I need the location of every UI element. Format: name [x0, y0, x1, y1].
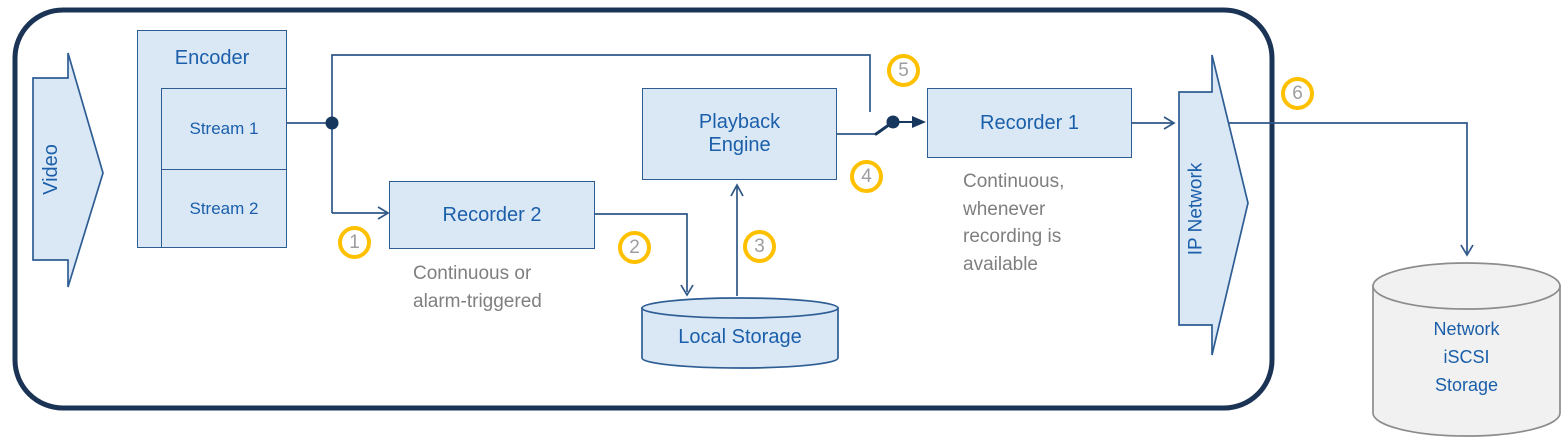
- arrowhead-into-iscsi-storage: [1460, 244, 1474, 257]
- recorder1-label: Recorder 1: [980, 111, 1079, 134]
- connector-ip-network-to-iscsi-storage: [1220, 122, 1468, 253]
- network-iscsi-storage-cylinder: [1372, 262, 1561, 437]
- recorder2-label: Recorder 2: [442, 203, 542, 226]
- ip-network-node: IP Network: [1166, 92, 1226, 325]
- network-iscsi-cylinder-body: [1372, 285, 1561, 437]
- step-badge-3: 3: [743, 230, 776, 263]
- arrowhead-into-recorder1: [912, 116, 926, 128]
- recorder1-caption: Continuous, whenever recording is availa…: [963, 171, 1065, 275]
- local-storage-cylinder-body: [641, 307, 839, 369]
- step-badge-1: 1: [338, 226, 371, 259]
- playback-engine-box: Playback Engine: [642, 88, 837, 180]
- video-label: Video: [39, 143, 62, 195]
- network-iscsi-storage-label: Network iSCSI Storage: [1433, 319, 1500, 395]
- local-storage-cylinder-top: [641, 297, 839, 319]
- system-boundary-rounded-rect: [12, 7, 1275, 411]
- video-node: Video: [22, 78, 80, 260]
- local-storage-label: Local Storage: [678, 326, 802, 348]
- step-badge-2: 2: [618, 231, 651, 264]
- stream1-junction-dot: [325, 116, 339, 130]
- recorder1-box: Recorder 1: [927, 88, 1132, 158]
- arrowhead-into-local-storage: [680, 284, 694, 297]
- encoder-stream2-box: Stream 2: [161, 169, 287, 248]
- playback-engine-label: Playback Engine: [698, 111, 781, 156]
- stream1-label: Stream 1: [189, 119, 259, 139]
- step-badge-5: 5: [887, 54, 920, 87]
- encoder-title: Encoder: [174, 46, 250, 69]
- switch-junction-dot: [886, 115, 900, 129]
- video-input-arrow-shape: [32, 52, 104, 288]
- connector-recorder2-to-local-storage: [595, 213, 688, 292]
- arrowhead-into-recorder2: [377, 206, 390, 220]
- network-iscsi-cylinder-top: [1372, 262, 1561, 310]
- ip-network-label: IP Network: [1185, 162, 1207, 255]
- ip-network-arrow-shape: [1178, 54, 1249, 356]
- connector-junction-to-switch-top-route: [331, 54, 871, 213]
- local-storage-cylinder: [641, 297, 839, 369]
- step-badge-6: 6: [1281, 77, 1314, 110]
- arrowhead-into-ip-network: [1163, 116, 1176, 130]
- stream2-label: Stream 2: [189, 198, 259, 218]
- encoder-stream1-box: Stream 1: [161, 88, 287, 170]
- step-badge-4: 4: [850, 160, 883, 193]
- arrowhead-into-playback-engine: [730, 183, 744, 197]
- recorder2-box: Recorder 2: [389, 181, 595, 249]
- connector-lines: [287, 54, 1474, 297]
- recorder2-caption: Continuous or alarm-triggered: [413, 263, 542, 312]
